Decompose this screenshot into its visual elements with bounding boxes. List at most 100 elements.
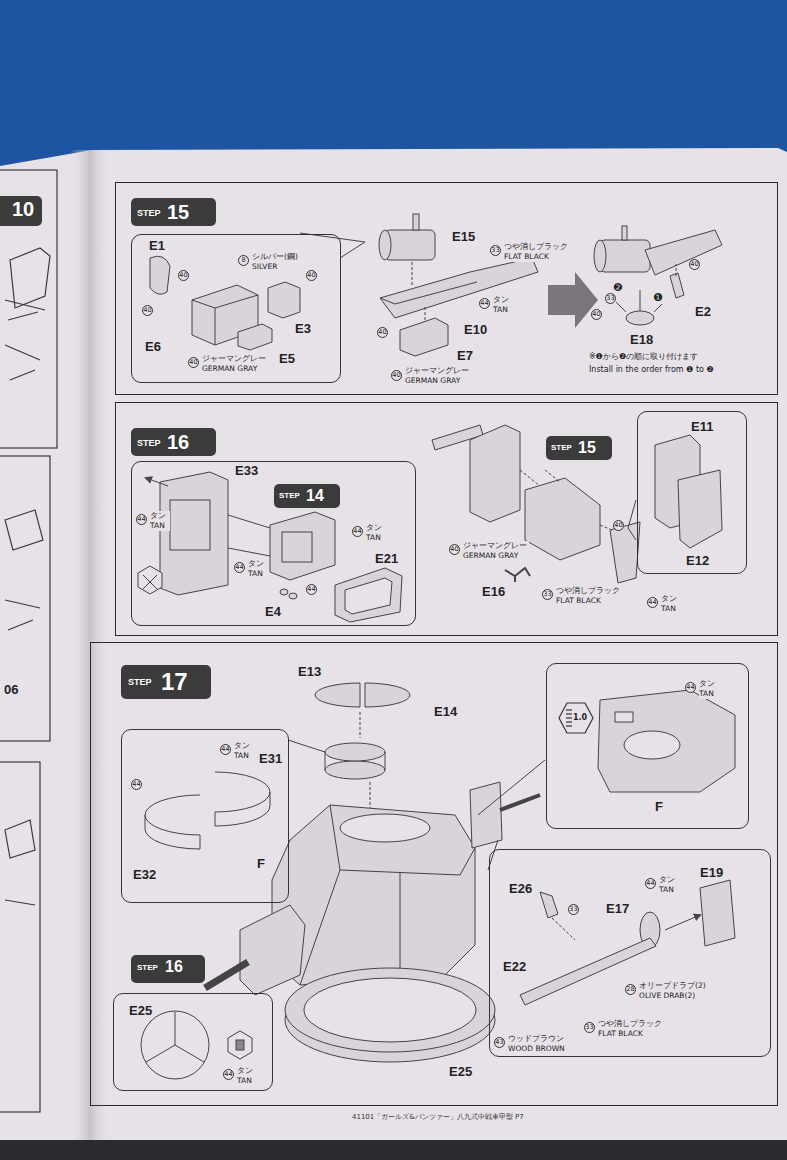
step-word: STEP — [137, 209, 161, 218]
part-label: E18 — [629, 333, 654, 346]
step16-art — [138, 425, 722, 622]
paint-name: ウッドブラウン WOOD BROWN — [508, 1034, 566, 1054]
part-label: E19 — [699, 866, 724, 879]
step-number: 10 — [12, 199, 34, 219]
footer-text: 41101「ガールズ&パンツァー」八九式中戦車甲型 P7 — [352, 1114, 524, 1121]
part-label: E21 — [374, 552, 399, 565]
step-word: STEP — [128, 678, 152, 687]
detail-inset: E3344タン TAN44タン TAN44タン TAN44E4E21STEP14 — [131, 461, 416, 626]
step-number: 16 — [165, 959, 183, 975]
part-label: E22 — [502, 960, 527, 973]
paint-name: タン TAN — [237, 1066, 257, 1086]
part-label: E13 — [297, 665, 322, 678]
step-badge: STEP 16 — [131, 955, 205, 983]
paint-name: つや消しブラック FLAT BLACK — [504, 242, 568, 262]
step-badge: STEP16 — [131, 428, 216, 456]
paint-number: 33 — [490, 245, 501, 256]
page-badge: 10 — [0, 196, 42, 226]
note-text: ※❶から❷の順に取り付けます — [589, 353, 698, 361]
part-label: E5 — [278, 352, 296, 365]
detail-inset: 44タン TAN44E31E32 — [121, 729, 289, 903]
paint-number: 28 — [625, 984, 636, 995]
paint-number: 40 — [689, 259, 700, 270]
part-label: E17 — [605, 902, 630, 915]
step-number: 16 — [167, 432, 189, 452]
paint-number: 33 — [542, 589, 553, 600]
part-label: E31 — [258, 752, 283, 765]
left-page-art — [0, 170, 57, 1112]
detail-inset: 44タン TANE19E2633E1728オリーブドラブ(2) OLIVE DR… — [489, 849, 771, 1057]
page — [0, 148, 787, 1140]
order-number: ❶ — [653, 292, 663, 303]
paint-number: 40 — [306, 270, 317, 281]
part-label: E32 — [132, 868, 157, 881]
part-label: F — [256, 857, 266, 870]
part-label: E3 — [294, 322, 312, 335]
thickness-icon: 1.0 — [558, 702, 594, 734]
paint-number: 40 — [142, 305, 153, 316]
step17-art — [141, 683, 735, 1079]
step-word: STEP — [279, 492, 300, 500]
step15-art — [150, 214, 722, 356]
part-label: E10 — [463, 323, 488, 336]
step-badge: STEP15 — [546, 436, 612, 460]
part-label: E16 — [481, 585, 506, 598]
paint-number: 44 — [220, 744, 231, 755]
paint-number: 43 — [494, 1037, 505, 1048]
paint-name: つや消しブラック FLAT BLACK — [556, 586, 620, 606]
part-label: E7 — [456, 349, 474, 362]
paint-name: ジャーマングレー GERMAN GRAY — [463, 541, 529, 561]
paint-number: 44 — [352, 526, 363, 537]
part-label: E26 — [508, 882, 533, 895]
paint-number: 8 — [238, 255, 249, 266]
step-badge: STEP 17 — [121, 665, 211, 699]
paint-number: 44 — [647, 597, 658, 608]
page-fragment: 06 — [4, 683, 18, 696]
note-text: Install in the order from ❶ to ❷ — [589, 366, 714, 374]
part-label: F — [654, 800, 664, 813]
detail-inset: E11E12 — [637, 411, 747, 574]
part-label: E6 — [144, 340, 162, 353]
step-badge: STEP15 — [131, 198, 216, 226]
part-label: E1 — [148, 239, 166, 252]
part-label: E25 — [128, 1004, 153, 1017]
paint-name: ジャーマングレー GERMAN GRAY — [405, 366, 471, 386]
paint-number: 44 — [234, 562, 245, 573]
part-label: E14 — [433, 705, 458, 718]
paint-number: 40 — [391, 370, 402, 381]
step-panel: E13E14FE2544タン TANSTEP1744タン TAN44E31E32… — [90, 642, 778, 1106]
paint-name: タン TAN — [493, 295, 513, 315]
paint-number: 44 — [131, 779, 142, 790]
part-label: E2 — [694, 305, 712, 318]
paint-number: 33 — [584, 1022, 595, 1033]
paint-name: タン TAN — [248, 559, 268, 579]
paint-name: オリーブドラブ(2) OLIVE DRAB(2) — [639, 981, 711, 1001]
step-number: 17 — [161, 670, 188, 694]
paint-number: 44 — [136, 514, 147, 525]
part-label: E25 — [448, 1065, 473, 1078]
part-label: E4 — [264, 605, 282, 618]
paint-name: タン TAN — [661, 594, 681, 614]
paint-number: 33 — [568, 904, 579, 915]
part-label: E11 — [690, 420, 714, 433]
paint-number: 33 — [605, 293, 616, 304]
paint-number: 44 — [479, 298, 490, 309]
paint-number: 40 — [188, 357, 199, 368]
paint-name: タン TAN — [659, 875, 679, 895]
paint-name: タン TAN — [150, 511, 170, 531]
detail-inset: E25 — [113, 993, 273, 1091]
part-label: E15 — [451, 230, 476, 243]
paint-number: 40 — [591, 309, 602, 320]
thickness-value: 1.0 — [573, 714, 587, 722]
step-panel: 40ジャーマングレー GERMAN GRAY40E1633つや消しブラック FL… — [115, 402, 778, 636]
part-label: E33 — [234, 464, 259, 477]
step-word: STEP — [137, 964, 158, 972]
part-label: E12 — [685, 554, 710, 567]
paint-name: タン TAN — [366, 523, 386, 543]
paint-number: 40 — [178, 270, 189, 281]
table-edge — [0, 1140, 787, 1160]
paint-name: ジャーマングレー GERMAN GRAY — [202, 354, 268, 374]
paint-name: タン TAN — [699, 679, 719, 699]
step-panel: E1533つや消しブラック FLAT BLACK44タン TANE104040ジ… — [115, 182, 778, 395]
